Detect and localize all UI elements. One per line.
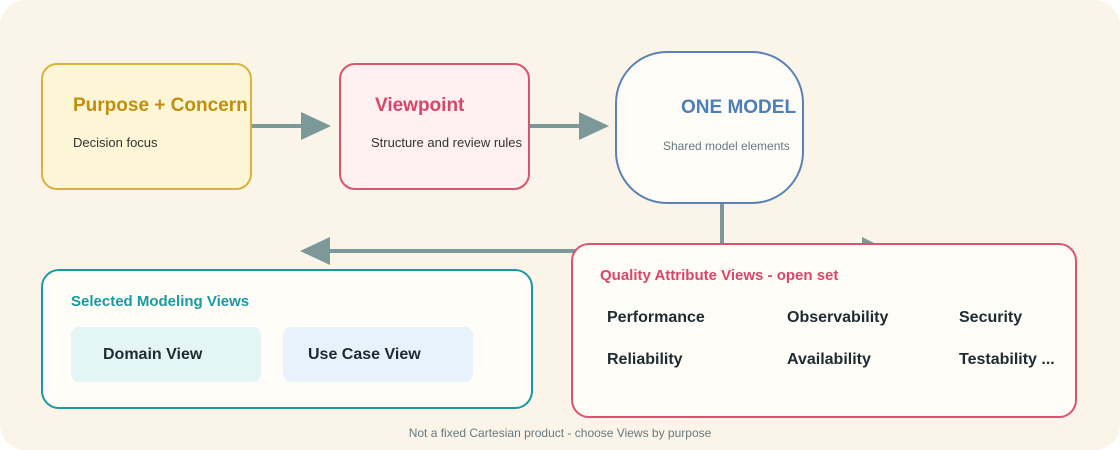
quality-attribute-views-panel: Quality Attribute Views - open set Perfo… [571, 243, 1077, 418]
domain-view-pill: Domain View [71, 327, 261, 382]
domain-view-label: Domain View [103, 346, 203, 363]
quality-item-availability: Availability [787, 351, 871, 368]
selected-modeling-views-panel: Selected Modeling Views Domain View Use … [41, 269, 533, 409]
selected-views-title: Selected Modeling Views [71, 293, 250, 310]
quality-item-performance: Performance [607, 309, 705, 326]
arrowhead-viewpoint [301, 112, 331, 140]
viewpoint-node: Viewpoint Structure and review rules [339, 63, 530, 190]
one-model-node: ONE MODEL Shared model elements [615, 51, 804, 204]
use-case-view-label: Use Case View [308, 346, 421, 363]
quality-item-observability: Observability [787, 309, 889, 326]
model-title: ONE MODEL [681, 97, 797, 118]
viewpoint-title: Viewpoint [375, 95, 465, 116]
purpose-title: Purpose + Concern [73, 95, 248, 116]
footnote: Not a fixed Cartesian product - choose V… [408, 426, 712, 440]
viewpoint-subtitle: Structure and review rules [371, 135, 523, 150]
quality-item-reliability: Reliability [607, 351, 683, 368]
quality-item-security: Security [959, 309, 1023, 326]
quality-views-title: Quality Attribute Views - open set [600, 267, 839, 284]
arrowhead-model [579, 112, 609, 140]
arrowhead-selected-views [300, 237, 330, 265]
model-subtitle: Shared model elements [663, 139, 790, 153]
use-case-view-pill: Use Case View [283, 327, 473, 382]
quality-item-testability: Testability ... [959, 351, 1055, 368]
purpose-concern-node: Purpose + Concern Decision focus [41, 63, 252, 190]
purpose-subtitle: Decision focus [73, 135, 158, 150]
